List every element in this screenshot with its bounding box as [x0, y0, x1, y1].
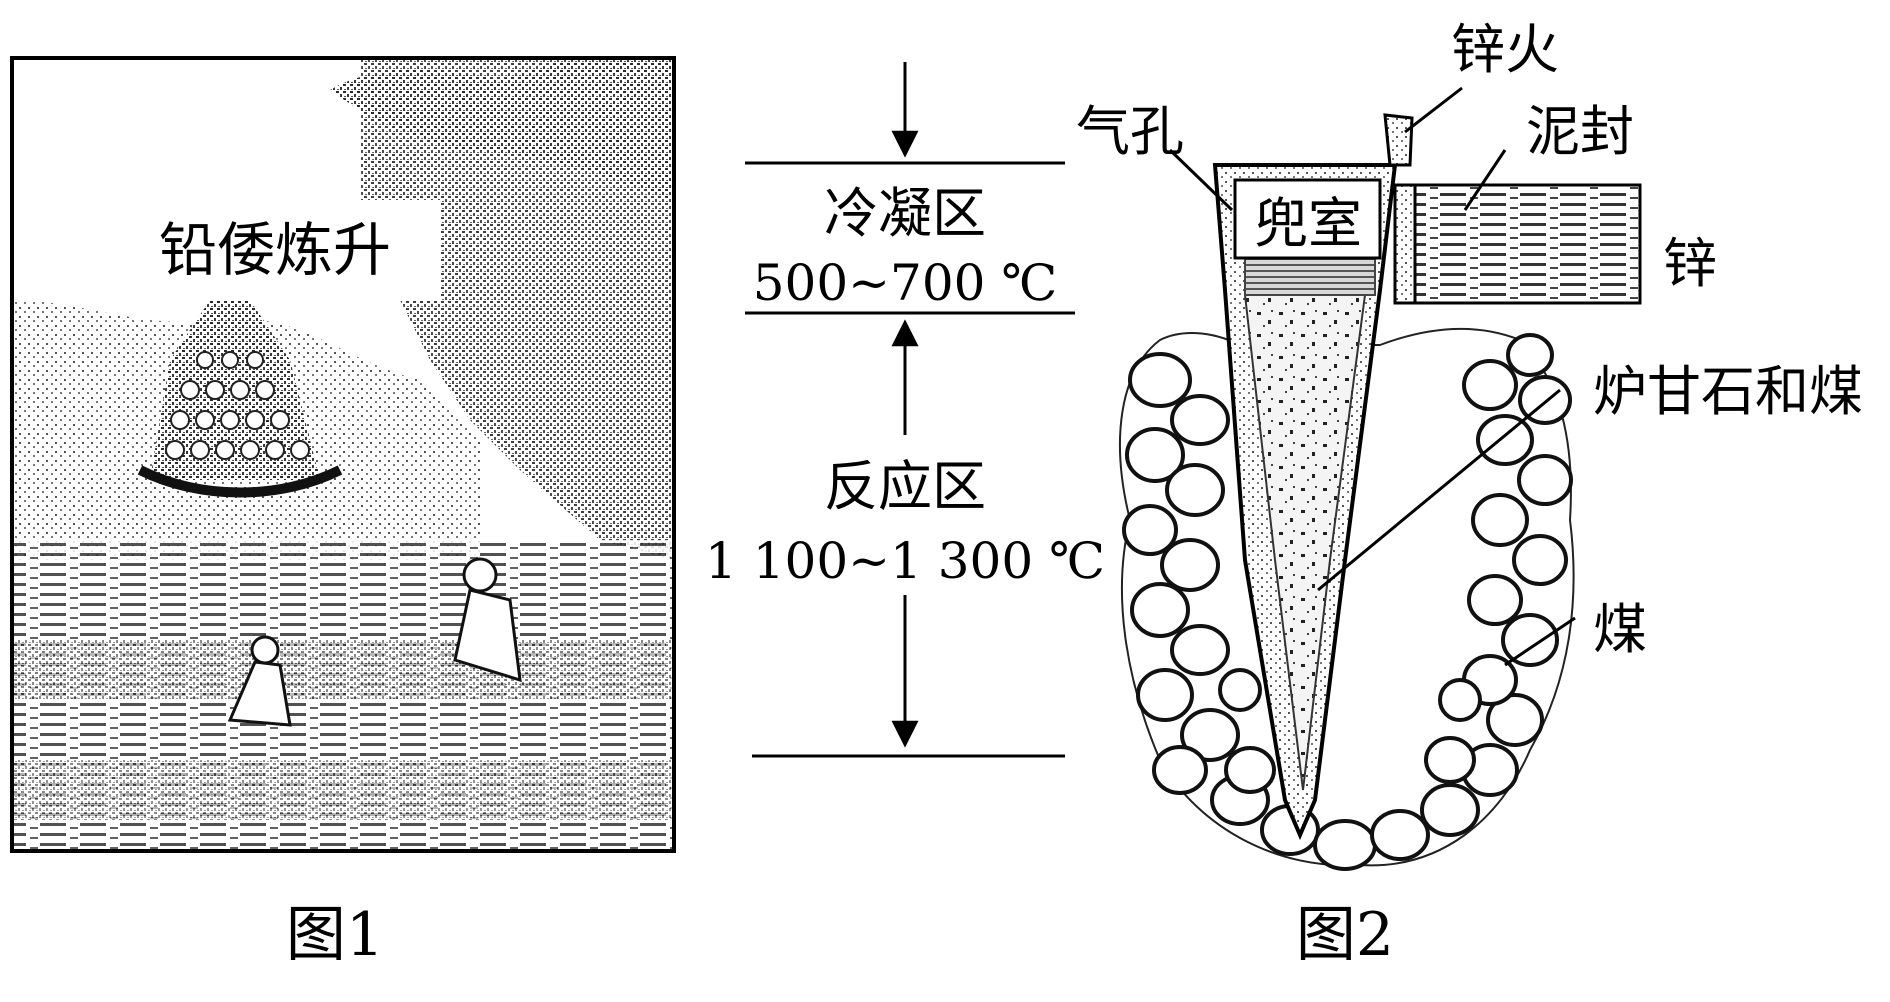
zinc-label: 锌 [1663, 232, 1717, 295]
condense-zone-name: 冷凝区 [824, 182, 986, 245]
mud-seal-leader [1463, 149, 1507, 211]
condense-zone-temperature: 500~700 ℃ [753, 254, 1058, 312]
coal-leader [1504, 616, 1576, 667]
figure2-caption: 图2 [1296, 900, 1394, 970]
pocket-chamber-box [1233, 178, 1382, 260]
air-hole-leader [1168, 148, 1234, 212]
figure1-title-label: 铅倭炼升 [159, 216, 391, 284]
calamine-leader [1317, 388, 1561, 592]
figure2-illustration [1119, 86, 1642, 871]
coal-label: 煤 [1593, 598, 1647, 661]
figure1-caption: 图1 [286, 900, 384, 970]
air-hole-label: 气孔 [1076, 100, 1184, 163]
zinc-fire-label: 锌火 [1451, 18, 1559, 81]
figure1-frame [10, 56, 676, 853]
calamine-and-coal-label: 炉甘石和煤 [1593, 360, 1863, 423]
reaction-zone-name: 反应区 [824, 455, 986, 518]
figure1-illustration [12, 58, 674, 851]
zinc-fire-leader [1404, 86, 1463, 134]
mud-seal-label: 泥封 [1526, 100, 1634, 163]
zone-diagram [745, 62, 1075, 758]
condenser-pipe [1408, 183, 1642, 305]
coal-lumps [1122, 333, 1573, 871]
reaction-zone-temperature: 1 100~1 300 ℃ [705, 532, 1105, 590]
pocket-chamber-label: 兜室 [1254, 192, 1362, 255]
